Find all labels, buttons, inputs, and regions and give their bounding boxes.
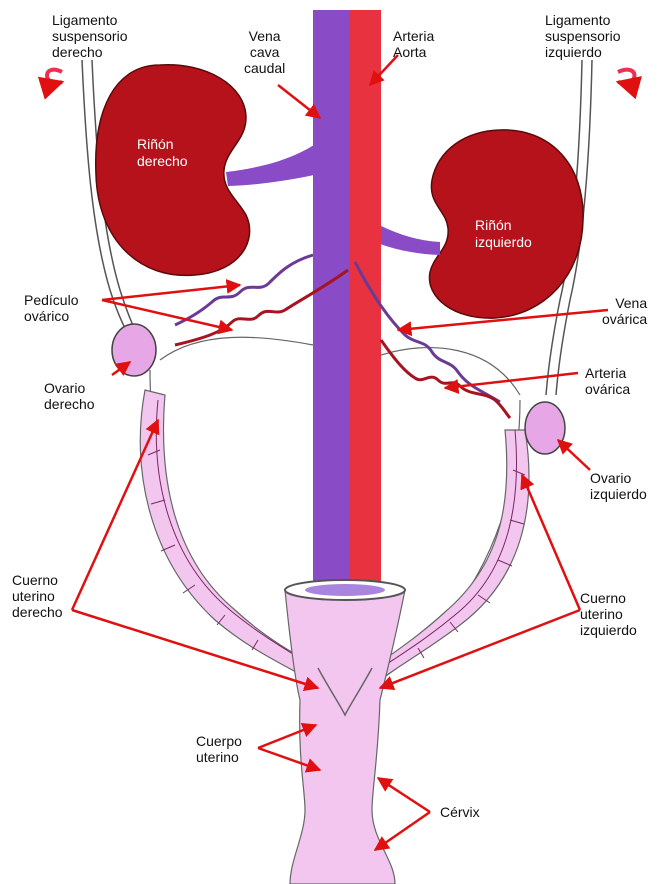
label-ovario-izquierdo: Ovario izquierdo (590, 470, 647, 502)
ovarian-artery-left (381, 340, 510, 418)
curved-arrow-right-icon (47, 70, 62, 83)
label-cuerno-derecho: Cuerno uterino derecho (12, 572, 63, 620)
label-rinon-izquierdo: Riñón izquierdo (469, 214, 538, 254)
label-rinon-derecho: Riñón derecho (131, 133, 194, 173)
ovary-left (525, 402, 565, 454)
label-ligamento-derecho: Ligamento suspensorio derecho (52, 12, 128, 60)
vena-cava-caudal (313, 10, 350, 590)
label-arteria-aorta: Arteria Aorta (393, 28, 434, 60)
uterine-body (285, 590, 405, 884)
uterine-opening-inner (305, 584, 385, 596)
label-ovario-derecho: Ovario derecho (44, 380, 95, 412)
renal-vein-right (226, 145, 314, 186)
uterine-horn-left (372, 430, 529, 680)
curved-arrow-left-icon (618, 70, 635, 83)
label-arteria-ovarica: Arteria ovárica (585, 365, 630, 397)
ovary-right (112, 324, 156, 376)
label-pediculo-ovarico: Pedículo ovárico (24, 292, 78, 324)
label-vena-ovarica: Vena ovárica (602, 295, 647, 327)
label-cervix: Cérvix (440, 804, 480, 820)
label-cuerpo-uterino: Cuerpo uterino (196, 733, 242, 765)
label-cuerno-izquierdo: Cuerno uterino izquierdo (580, 590, 637, 638)
label-ligamento-izquierdo: Ligamento suspensorio izquierdo (545, 12, 621, 60)
label-vena-cava: Vena cava caudal (244, 28, 285, 76)
